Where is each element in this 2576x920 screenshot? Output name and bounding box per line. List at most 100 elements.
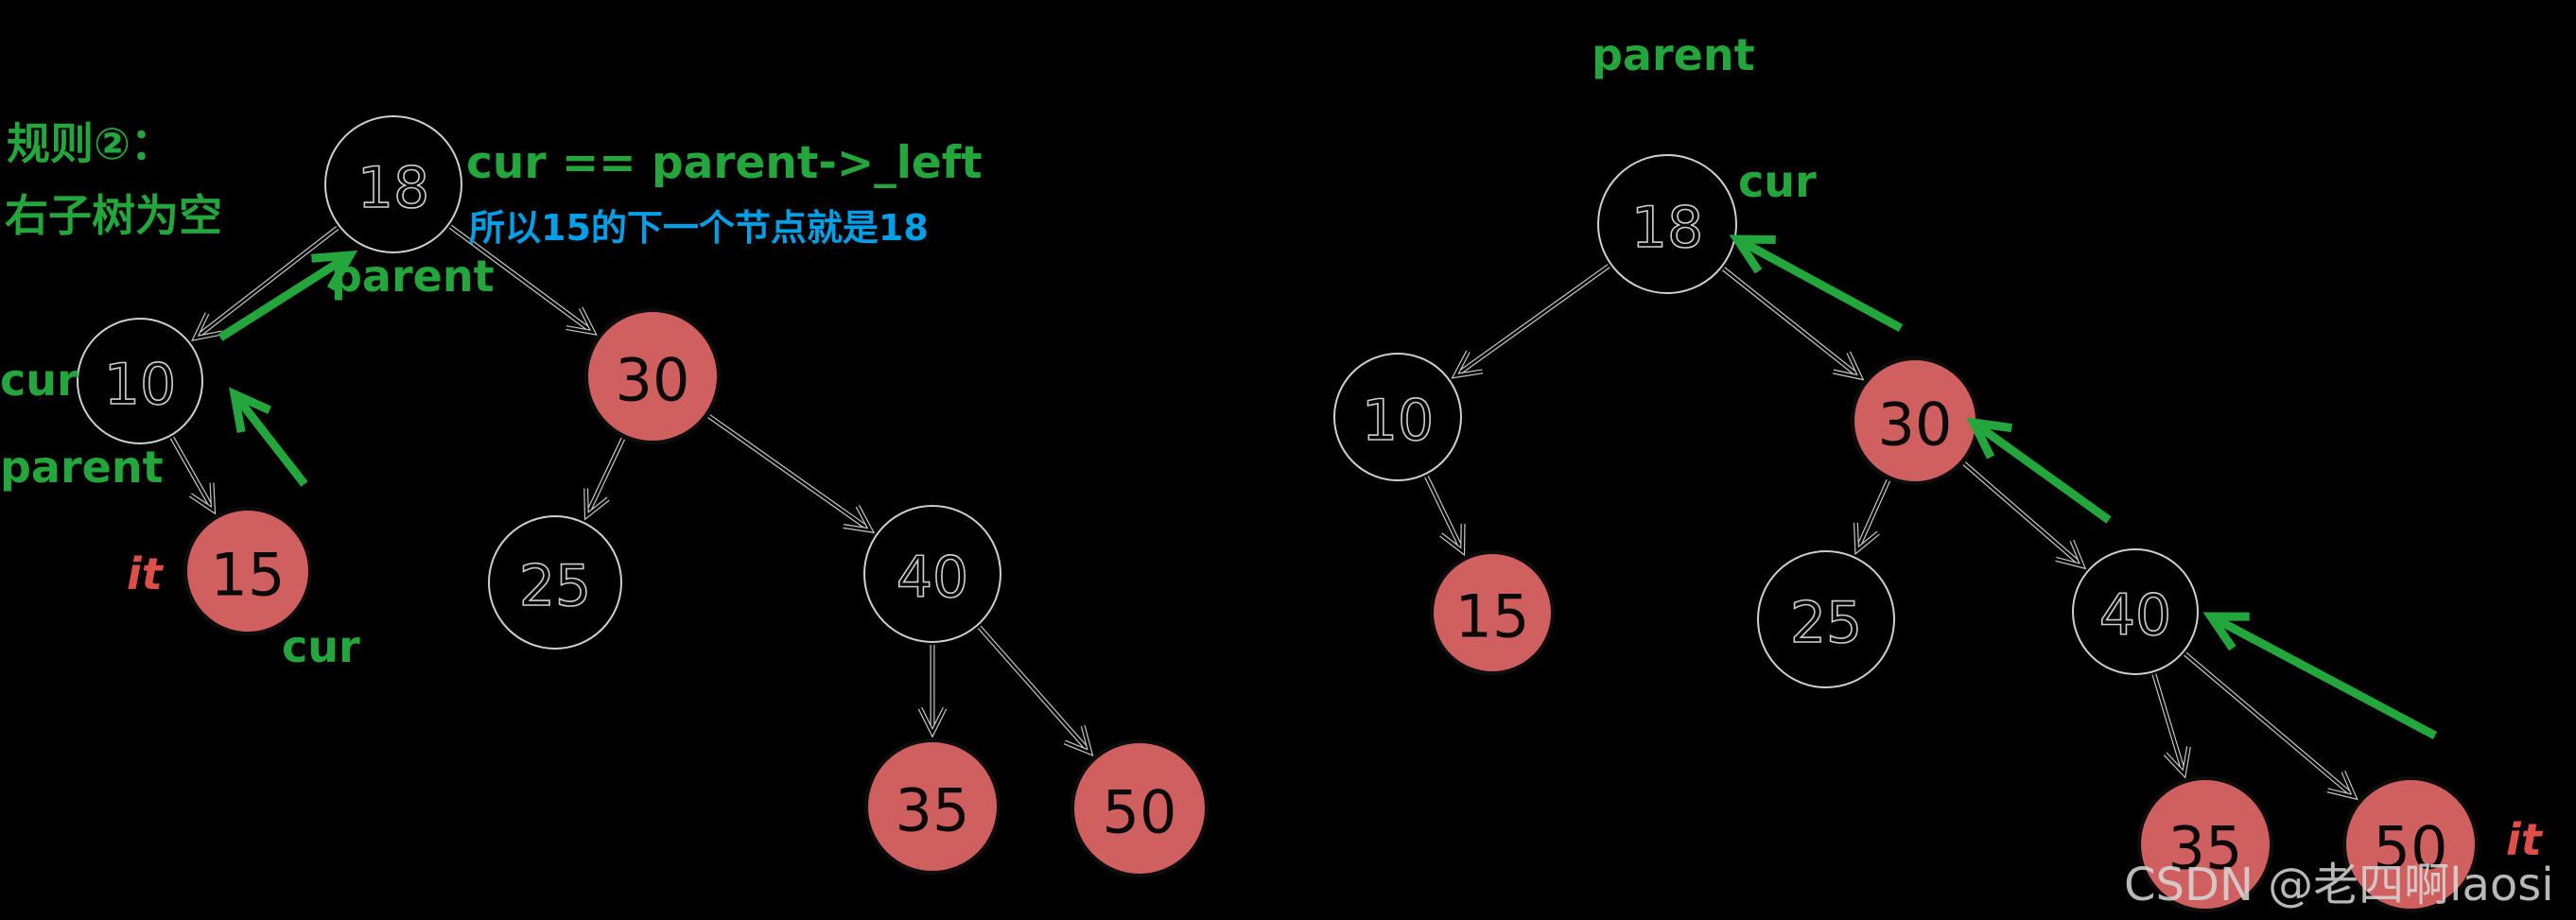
- node-value: 35: [896, 776, 970, 845]
- edge-30-40: [707, 414, 876, 534]
- edge-arrowhead-inner: [189, 482, 215, 513]
- csdn-watermark: CSDN @老四啊laosi: [2124, 859, 2554, 911]
- node-value: 18: [357, 155, 429, 221]
- node-value: 10: [104, 352, 176, 418]
- node-value: 30: [616, 346, 690, 415]
- pointer-arrowhead: [311, 250, 358, 291]
- node-value: 50: [1103, 778, 1177, 847]
- edge-line-inner: [1855, 479, 1889, 551]
- edge-line-inner: [1963, 462, 2083, 567]
- edge-30-25: [1853, 478, 1891, 556]
- tree-node-left-10: 10: [77, 318, 203, 444]
- edge-line-inner: [2152, 673, 2185, 774]
- edge-arrowhead-inner: [2164, 746, 2190, 777]
- tree-node-right-10: 10: [1333, 353, 1462, 481]
- node-circle-red: [1070, 739, 1209, 877]
- pointer-arrowhead: [1729, 234, 1776, 274]
- node-circle-red: [183, 507, 312, 635]
- tree-node-left-15: 15: [183, 507, 312, 635]
- edge-line-inner: [1722, 268, 1861, 379]
- node-value: 18: [1631, 195, 1703, 261]
- node-circle-red: [1430, 550, 1555, 675]
- node-circle-black: [77, 318, 203, 444]
- tree-node-right-30: 30: [1851, 356, 1979, 485]
- edge-40-50: [977, 625, 1094, 756]
- edge-arrowhead-inner: [193, 312, 223, 340]
- edge-line-inner: [2184, 652, 2356, 798]
- pointer-arrowhead: [1966, 417, 2012, 460]
- tree-node-right-15: 15: [1430, 550, 1555, 675]
- edge-arrowhead-inner: [1833, 352, 1863, 379]
- pointer-shaft: [1734, 235, 1904, 332]
- tree-node-right-50: 50: [2342, 776, 2479, 912]
- node-value: 50: [2374, 814, 2448, 883]
- edge-40-35: [917, 645, 948, 738]
- node-value: 10: [1362, 388, 1434, 454]
- edge-arrowhead-inner: [1439, 524, 1465, 554]
- edge-arrowhead-inner: [1453, 351, 1483, 378]
- tree-node-right-35: 35: [2137, 776, 2273, 912]
- edge-10-15: [169, 436, 217, 515]
- edge-line-inner: [170, 437, 215, 512]
- pointer-arrow: [218, 250, 358, 341]
- node-value: 25: [1790, 590, 1862, 656]
- tree-node-right-40: 40: [2072, 548, 2199, 675]
- edge-arrowhead-inner: [2055, 540, 2085, 568]
- pointer-arrowhead: [229, 387, 271, 433]
- edge-18-30: [1721, 267, 1865, 381]
- pointer-arrow: [229, 387, 308, 487]
- node-value: 15: [1455, 582, 1530, 651]
- edge-18-10: [1451, 264, 1610, 379]
- pointer-shaft: [231, 391, 308, 487]
- tree-node-left-25: 25: [488, 515, 622, 650]
- edge-arrowhead-inner: [1854, 522, 1879, 553]
- edge-line-inner: [1454, 265, 1610, 377]
- edge-arrowhead-inner: [2326, 771, 2357, 799]
- edge-18-30: [448, 224, 598, 336]
- pointer-shaft: [218, 252, 353, 341]
- node-circle-black: [863, 505, 1001, 643]
- edge-18-10: [191, 226, 339, 342]
- node-value: 40: [896, 545, 968, 611]
- tree-node-left-40: 40: [863, 505, 1001, 643]
- edge-30-40: [1962, 461, 2087, 570]
- pointer-shaft: [2208, 613, 2438, 739]
- node-value: 40: [2099, 582, 2171, 649]
- pointer-shaft: [1971, 419, 2112, 524]
- node-circle-red: [2137, 776, 2273, 912]
- edge-line-inner: [707, 415, 872, 531]
- node-value: 25: [519, 553, 591, 619]
- edge-10-15: [1424, 475, 1466, 557]
- node-value: 35: [2168, 814, 2243, 883]
- edge-arrowhead-inner: [1064, 725, 1092, 755]
- node-circle-red: [864, 738, 1001, 875]
- node-circle-red: [2342, 776, 2479, 912]
- node-circle-black: [324, 115, 462, 253]
- edge-40-35: [2151, 673, 2191, 779]
- tree-node-left-30: 30: [584, 308, 721, 444]
- edge-arrowhead-inner: [918, 707, 947, 736]
- edge-arrowhead-inner: [584, 488, 609, 519]
- pointer-arrow: [2202, 612, 2438, 739]
- tree-left: 18 10 30 15 25 40 35 50: [77, 115, 1209, 877]
- tree-right: 18 10 30 15 25 40 35 50: [1333, 154, 2479, 912]
- tree-node-left-50: 50: [1070, 739, 1209, 877]
- node-circle-black: [1333, 353, 1462, 481]
- edge-line-inner: [978, 626, 1091, 754]
- node-value: 15: [211, 541, 286, 610]
- edge-arrowhead-inner: [843, 505, 874, 532]
- edge-line-inner: [449, 225, 595, 334]
- node-circle-black: [488, 515, 622, 650]
- node-circle-black: [1597, 154, 1737, 294]
- edge-line-inner: [585, 438, 624, 517]
- node-value: 30: [1878, 391, 1953, 460]
- pointer-arrow: [1729, 234, 1904, 332]
- node-circle-black: [2072, 548, 2199, 675]
- tree-node-left-18: 18: [324, 115, 462, 253]
- edge-line-inner: [1425, 476, 1464, 552]
- tree-node-left-35: 35: [864, 738, 1001, 875]
- node-circle-red: [584, 308, 721, 444]
- edge-arrowhead-inner: [566, 307, 596, 335]
- node-circle-black: [1757, 550, 1895, 688]
